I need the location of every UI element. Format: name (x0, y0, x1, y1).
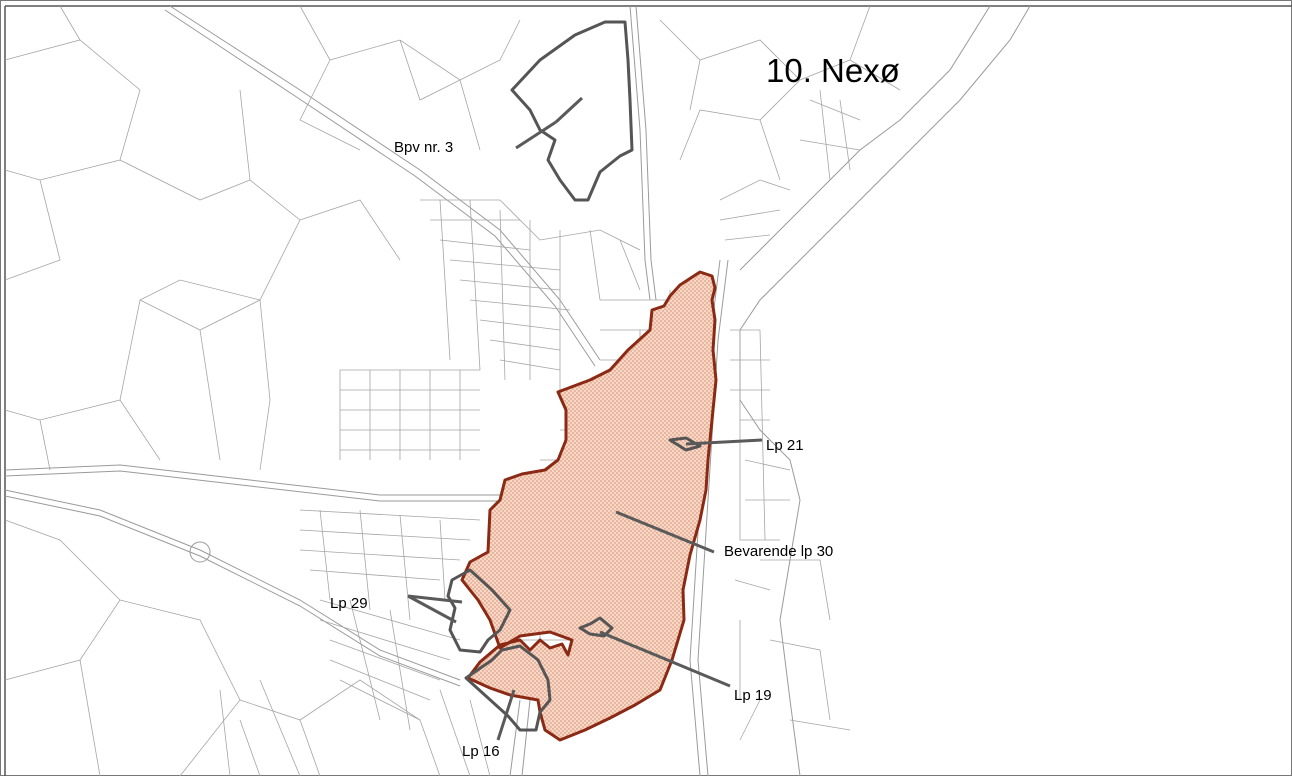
town-parcels-southwest (219, 599, 491, 776)
leader-lp21 (685, 438, 763, 446)
road-southwest (4, 489, 461, 681)
town-parcels-north (420, 199, 641, 390)
plan-outline-lp29[interactable] (446, 568, 512, 654)
road-southwest-2 (4, 495, 461, 687)
leader-bpv3 (515, 120, 557, 150)
label-lp19: Lp 19 (734, 687, 772, 704)
base-map-lines (4, 5, 1031, 776)
label-bpv3: Bpv nr. 3 (394, 139, 453, 156)
road-north (629, 5, 651, 301)
leader-lp19 (599, 630, 731, 688)
field-boundaries-east (739, 559, 851, 741)
label-lp16: Lp 16 (462, 743, 500, 760)
leader-lp30 (615, 510, 715, 554)
plan-outline-bpv3[interactable] (510, 20, 634, 202)
road-west-2 (4, 470, 500, 502)
road-south-2 (521, 699, 531, 776)
road-south (509, 699, 521, 776)
plan-outline-lp21[interactable] (668, 436, 702, 452)
plan-outline-lp19[interactable] (578, 616, 614, 638)
conservation-zone-lp30[interactable] (460, 270, 718, 742)
plan-outline-lp16[interactable] (464, 644, 552, 732)
road-coast-2 (697, 259, 729, 776)
field-boundaries-north (299, 5, 901, 181)
leader-bpv3-2 (554, 96, 584, 124)
road-northwest-2 (164, 9, 596, 367)
coast-detail (739, 5, 991, 271)
coastline (739, 5, 1031, 776)
leader-lp29-b (407, 594, 457, 624)
town-parcels-west (299, 369, 481, 621)
label-lp30: Bevarende lp 30 (724, 543, 833, 560)
town-parcels-east (719, 89, 861, 591)
label-lp29: Lp 29 (330, 595, 368, 612)
leader-lp29-a (407, 594, 463, 604)
map-title: 10. Nexø (766, 52, 900, 89)
road-west (4, 464, 500, 496)
road-north-2 (635, 5, 657, 301)
field-boundaries-west (4, 5, 401, 471)
label-lp21: Lp 21 (766, 437, 804, 454)
field-boundaries-south (4, 519, 441, 776)
roundabout (189, 541, 211, 563)
leader-lp16 (496, 689, 516, 741)
